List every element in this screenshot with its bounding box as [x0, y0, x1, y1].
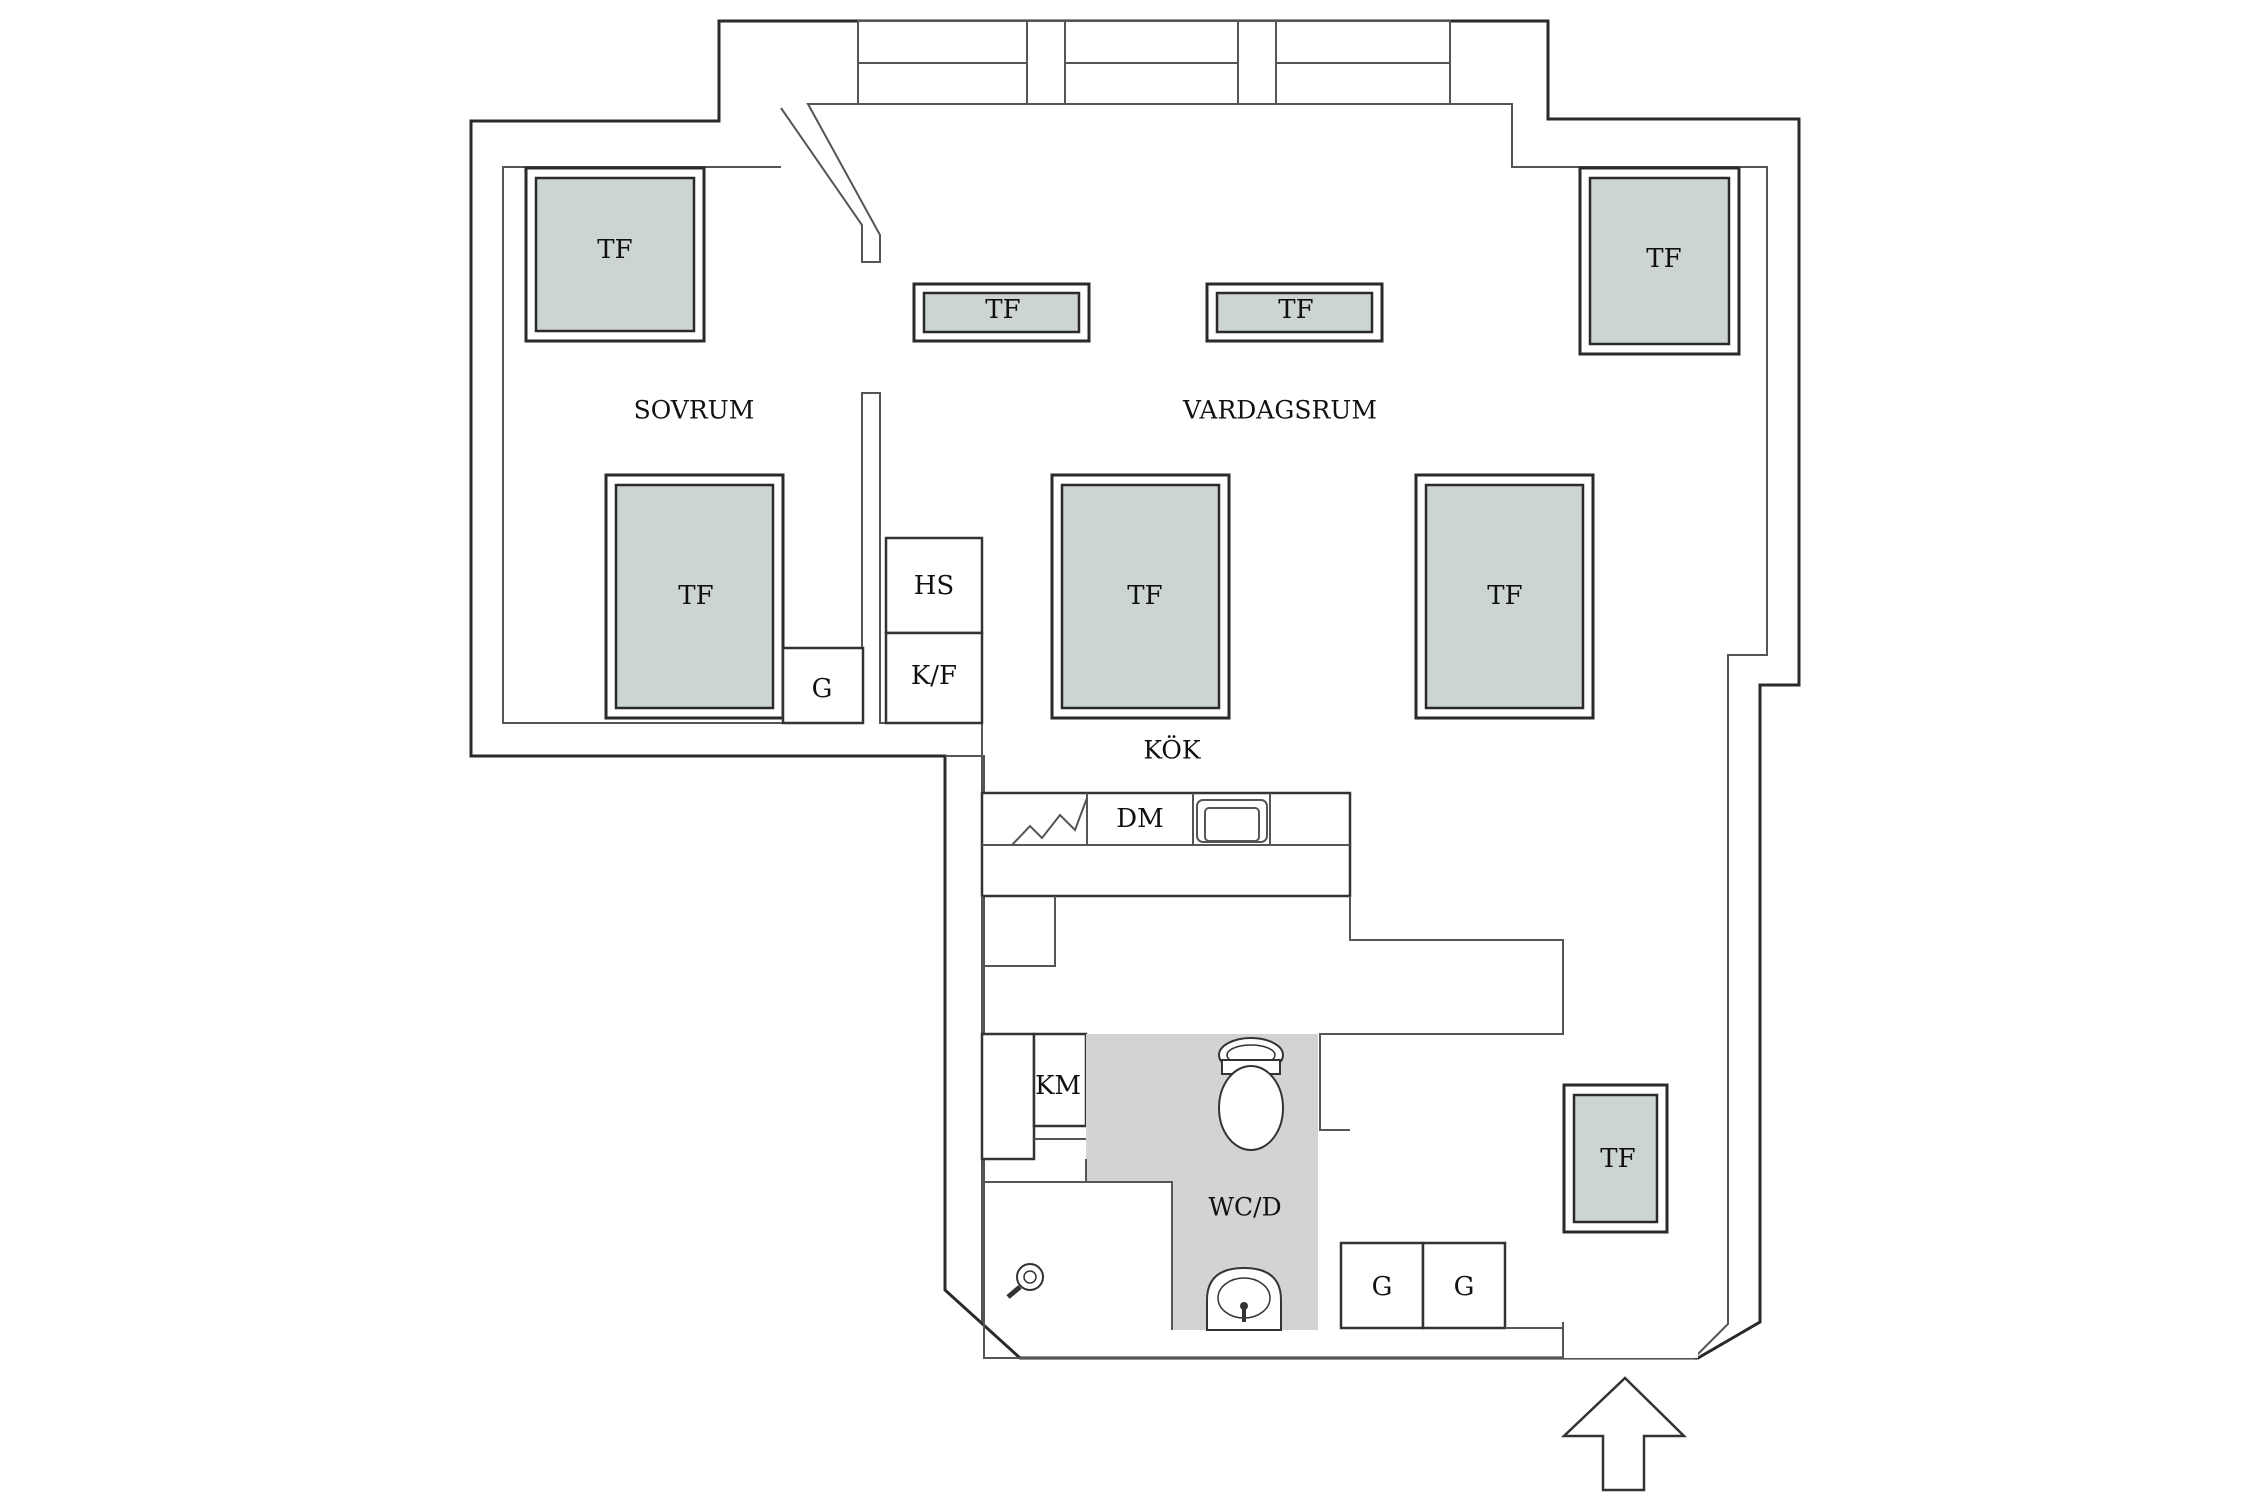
entrance-threshold	[1563, 1322, 1698, 1358]
bathroom-label: WC/D	[1208, 1193, 1281, 1222]
skylight-label: TF	[1646, 244, 1681, 274]
skylight-label: TF	[985, 295, 1020, 325]
shower-icon	[1006, 1263, 1044, 1299]
skylight-label: TF	[1127, 581, 1162, 611]
washbasin-icon	[1206, 1266, 1282, 1331]
washing-machine: KM	[980, 1032, 1088, 1161]
stove-icon	[1011, 797, 1088, 846]
room-label-living: VARDAGSRUM	[1182, 396, 1377, 425]
top-windows	[857, 20, 1451, 105]
wardrobe-storage: HS	[884, 536, 984, 635]
skylight-label: TF	[597, 235, 632, 265]
dishwasher-label: DM	[1116, 804, 1163, 834]
bedroom-closet: G	[781, 646, 865, 725]
fridge-freezer-label: K/F	[911, 661, 957, 691]
hall-closets: G G	[1339, 1241, 1563, 1330]
skylight-bedroom-bottom: TF	[604, 473, 785, 720]
skylight-label: TF	[1278, 295, 1313, 325]
fridge-freezer: K/F	[884, 631, 984, 725]
room-label-bedroom: SOVRUM	[634, 396, 755, 425]
closet-label: G	[812, 674, 833, 704]
skylight-living-left: TF	[912, 282, 1091, 343]
closet-label: G	[1372, 1272, 1393, 1302]
wardrobe-storage-label: HS	[914, 571, 955, 601]
kitchen-counter: DM	[980, 791, 1352, 898]
inner-wall	[780, 103, 1768, 1359]
kitchen-sink-icon	[1196, 799, 1268, 843]
bathroom: WC/D	[982, 1034, 1318, 1331]
skylight-label: TF	[678, 581, 713, 611]
entrance-arrow-icon	[1560, 1376, 1688, 1492]
toilet-icon	[1218, 1037, 1284, 1151]
closet-label: G	[1454, 1272, 1475, 1302]
washing-machine-label: KM	[1035, 1071, 1081, 1101]
skylight-living-top-right: TF	[1578, 166, 1741, 356]
skylight-hall: TF	[1562, 1083, 1669, 1234]
skylight-living-right-bottom: TF	[1414, 473, 1595, 720]
skylight-label: TF	[1600, 1144, 1635, 1174]
skylight-living-center: TF	[1050, 473, 1231, 720]
kitchen-return-wall	[981, 896, 1564, 1131]
skylight-label: TF	[1487, 581, 1522, 611]
skylight-living-right: TF	[1205, 282, 1384, 343]
skylight-bedroom-top: TF	[524, 166, 706, 343]
room-label-kitchen: KÖK	[1143, 736, 1202, 765]
